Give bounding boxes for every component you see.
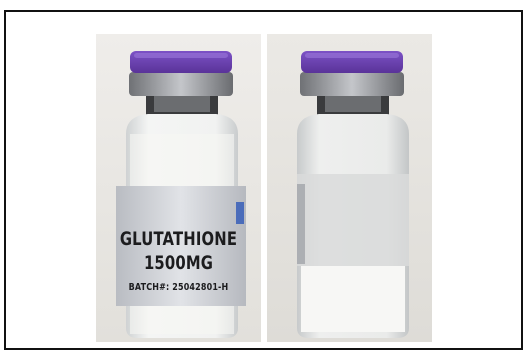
labeled-vial-photo: GLUTATHIONE 1500MG BATCH#: 25042801-H [96, 34, 261, 342]
vial-label-product-name: GLUTATHIONE [119, 228, 238, 250]
labeled-vial-image [96, 34, 261, 342]
unlabeled-vial-image [267, 34, 432, 342]
vial-label-batch-number: BATCH#: 25042801-H [128, 282, 229, 293]
unlabeled-vial-photo [267, 34, 432, 342]
vial-label-dose: 1500MG [143, 252, 214, 274]
figure-frame: GLUTATHIONE 1500MG BATCH#: 25042801-H [4, 10, 523, 350]
